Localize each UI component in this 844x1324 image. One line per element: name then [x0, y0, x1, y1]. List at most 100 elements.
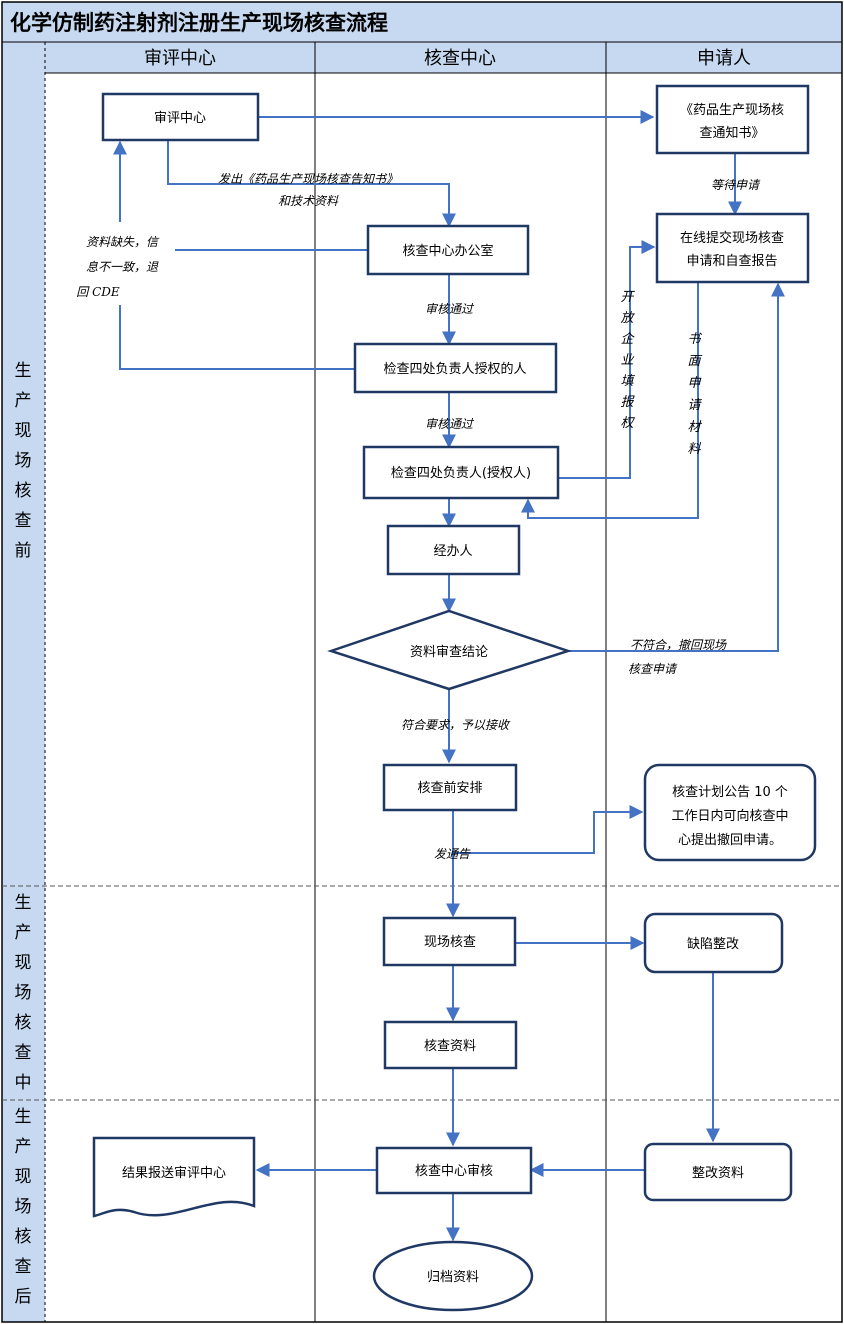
vertical-char: 现	[15, 1167, 32, 1187]
vertical-char: 查	[15, 511, 32, 531]
phase-label-before: 生产现场核查前	[15, 361, 32, 561]
vertical-char: 业	[620, 353, 634, 368]
node-auth-person	[353, 342, 558, 394]
vertical-char: 产	[15, 1137, 32, 1157]
label-missing-2: 息不一致，退	[86, 260, 159, 274]
vertical-char: 报	[620, 395, 635, 410]
text-review-center: 审评中心	[154, 111, 206, 126]
text-decision: 资料审查结论	[410, 645, 488, 660]
lane-header-review: 审评中心	[144, 48, 216, 69]
vertical-char: 企	[620, 331, 635, 347]
node-pre-arrange	[382, 763, 518, 812]
lane-header-inspection: 核查中心	[424, 48, 496, 69]
lane-header-row	[45, 42, 842, 73]
label-issue-1: 发出《药品生产现场核查告知书》	[218, 172, 398, 186]
label-send-notice: 发通告	[434, 847, 471, 861]
vertical-char: 核	[15, 1013, 32, 1033]
vertical-char: 生	[15, 361, 32, 381]
title-bar	[2, 2, 842, 42]
vertical-char: 前	[15, 541, 32, 561]
label-reject-1: 不符合，撤回现场	[630, 638, 727, 652]
arrow-head-to-submit	[558, 240, 656, 479]
vertical-char: 查	[15, 1257, 32, 1277]
node-office	[366, 224, 530, 276]
vertical-char: 料	[687, 442, 701, 457]
vertical-char: 填	[620, 374, 635, 389]
vertical-char: 中	[15, 1073, 32, 1093]
vertical-char: 查	[15, 1043, 32, 1063]
vertical-char: 核	[15, 481, 32, 501]
vertical-char: 场	[15, 451, 32, 471]
node-inspection-data	[383, 1020, 518, 1070]
text-announce-2: 工作日内可向核查中	[671, 808, 788, 824]
vertical-char: 申	[687, 376, 701, 391]
node-onsite	[382, 916, 517, 967]
label-missing-1: 资料缺失，信	[86, 235, 160, 249]
node-center-review	[375, 1146, 533, 1195]
node-submit	[655, 212, 810, 284]
label-audit-pass-1: 审核通过	[425, 302, 475, 316]
text-announce-1: 核查计划公告 10 个	[672, 785, 788, 800]
text-onsite: 现场核查	[424, 935, 476, 950]
node-defect	[643, 912, 784, 974]
text-handler: 经办人	[433, 544, 472, 559]
vertical-char: 产	[15, 391, 32, 411]
vertical-char: 开	[620, 290, 635, 305]
vertical-char: 面	[687, 354, 702, 369]
vertical-char: 场	[15, 983, 32, 1003]
text-defect: 缺陷整改	[687, 937, 739, 952]
vertical-char: 产	[15, 923, 32, 943]
vertical-char: 材	[687, 420, 702, 435]
arrow-decision-reject	[568, 282, 785, 652]
text-report-result: 结果报送审评中心	[122, 1166, 226, 1181]
page-title: 化学仿制药注射剂注册生产现场核查流程	[10, 11, 388, 35]
node-report-result	[92, 1136, 256, 1218]
node-handler	[386, 524, 521, 576]
connectors	[113, 110, 785, 1242]
phase-column	[2, 42, 45, 1322]
vertical-char: 现	[15, 953, 32, 973]
vertical-char: 权	[620, 416, 635, 431]
vertical-char: 请	[687, 398, 702, 413]
label-reject-2: 核查申请	[628, 662, 678, 676]
text-announce-3: 心提出撤回申请。	[678, 832, 782, 848]
line-auth-return	[119, 305, 355, 370]
vertical-char: 现	[15, 421, 32, 441]
text-pre-arrange: 核查前安排	[417, 780, 482, 796]
vertical-char: 场	[15, 1197, 32, 1217]
label-written-material: 书面申请材料	[687, 332, 702, 457]
text-inspection-data: 核查资料	[424, 1039, 476, 1054]
text-office: 核查中心办公室	[402, 243, 493, 259]
arrow-review-to-office	[167, 140, 456, 228]
label-meet-requirements: 符合要求，予以接收	[401, 718, 511, 732]
text-dept-head: 检查四处负责人(授权人)	[391, 465, 531, 481]
node-decision	[327, 609, 573, 691]
phase-label-during: 生产现场核查中	[15, 893, 32, 1093]
vertical-char: 核	[15, 1227, 32, 1247]
phase-label-after: 生产现场核查后	[15, 1107, 32, 1307]
vertical-char: 书	[687, 332, 702, 347]
text-submit-1: 在线提交现场核查	[680, 230, 784, 246]
text-notice-1: 《药品生产现场核	[680, 103, 784, 118]
text-rectify-data: 整改资料	[692, 1166, 744, 1181]
vertical-char: 生	[15, 1107, 32, 1127]
node-archive	[372, 1240, 534, 1312]
vertical-char: 放	[620, 311, 635, 326]
text-submit-2: 申请和自查报告	[686, 254, 777, 269]
text-auth-person: 检查四处负责人授权的人	[383, 361, 526, 377]
arrow-submit-to-head	[521, 282, 699, 519]
node-announce	[643, 763, 817, 862]
text-archive: 归档资料	[427, 1270, 479, 1285]
text-notice-2: 查通知书》	[699, 125, 764, 141]
text-center-review: 核查中心审核	[415, 1164, 493, 1179]
label-audit-pass-2: 审核通过	[425, 417, 475, 431]
label-issue-2: 和技术资料	[278, 194, 339, 208]
vertical-char: 生	[15, 893, 32, 913]
label-wait-apply: 等待申请	[711, 178, 761, 192]
node-notice	[655, 84, 810, 155]
node-review-center	[101, 92, 260, 142]
node-rectify-data	[643, 1142, 793, 1202]
